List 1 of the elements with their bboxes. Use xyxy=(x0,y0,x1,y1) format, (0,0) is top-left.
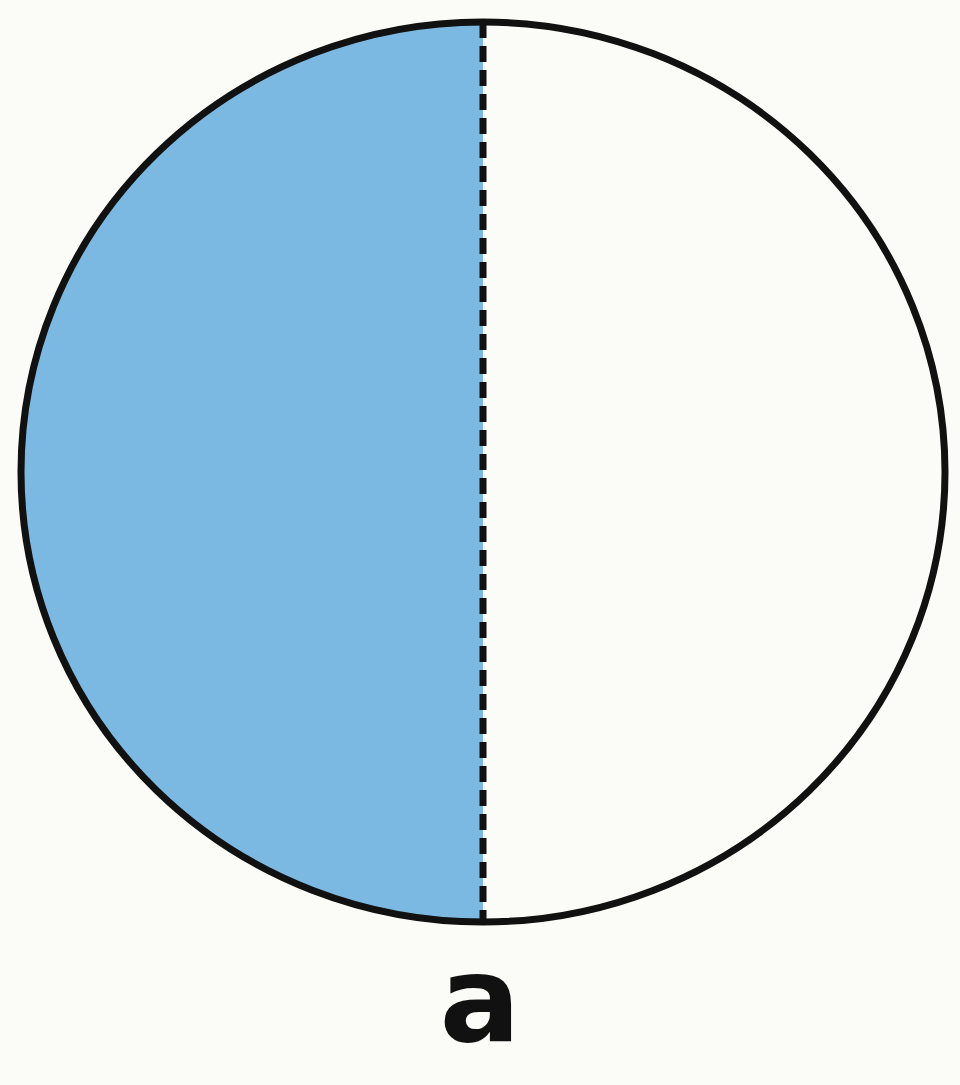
panel-label: a xyxy=(439,940,521,1060)
